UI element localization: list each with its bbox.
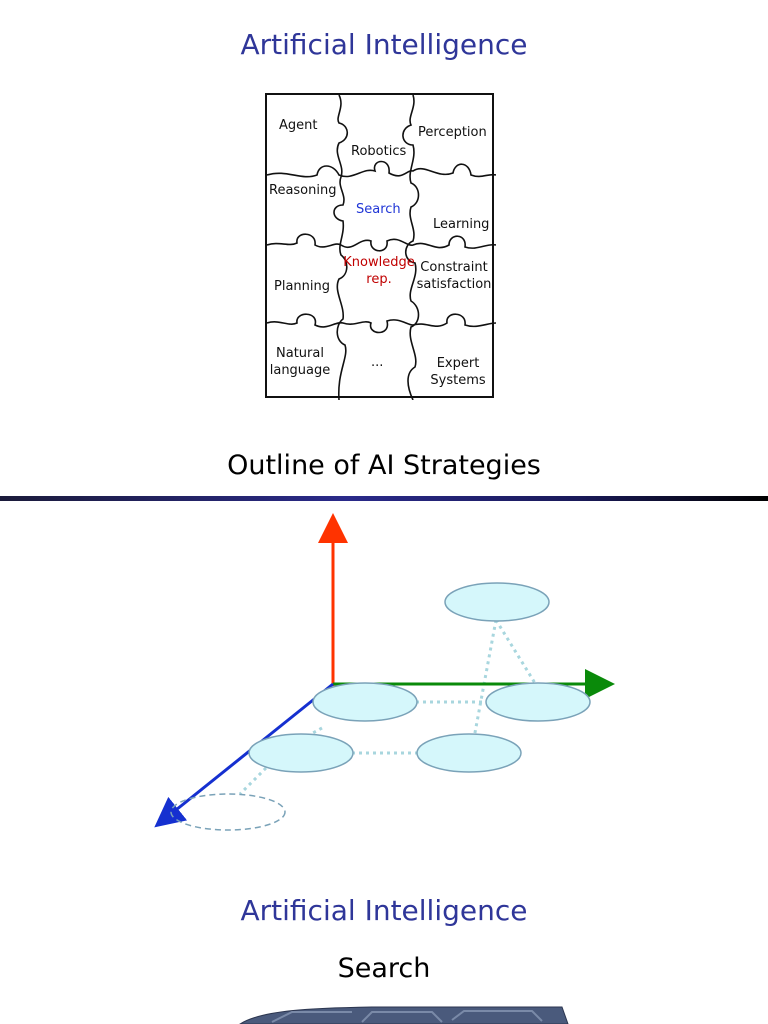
ai-strategies-diagram: [154, 513, 615, 831]
knowledge-line2: rep.: [366, 272, 392, 287]
slide-title-outline: Outline of AI Strategies: [227, 450, 541, 481]
natural-line2: language: [269, 363, 331, 378]
puzzle-label-expert-systems: Expert Systems: [427, 355, 489, 389]
puzzle-label-natural-language: Natural language: [269, 345, 331, 379]
node-top: [444, 582, 550, 622]
puzzle-label-reasoning: Reasoning: [269, 183, 337, 198]
link-top-right: [494, 619, 540, 689]
slide-title-ai-2: Artificial Intelligence: [240, 894, 528, 927]
constraint-line1: Constraint: [420, 260, 488, 275]
title-divider: [0, 496, 768, 501]
ai-puzzle-graphic: Agent Robotics Perception Reasoning Sear…: [265, 93, 496, 400]
puzzle-label-robotics: Robotics: [351, 144, 407, 159]
puzzle-grid: [267, 95, 496, 400]
node-right: [485, 682, 591, 722]
puzzle-label-learning: Learning: [433, 217, 490, 232]
link-to-dashed: [238, 766, 268, 796]
maze-image-partial: [239, 1006, 569, 1024]
node-origin: [312, 682, 418, 722]
puzzle-label-search: Search: [356, 202, 401, 217]
puzzle-label-planning: Planning: [274, 279, 330, 294]
puzzle-label-ellipsis: ...: [371, 355, 384, 370]
constraint-line2: satisfaction: [416, 277, 492, 292]
knowledge-line1: Knowledge: [343, 255, 415, 270]
dotted-links: [238, 619, 540, 796]
link-top-bottomright: [472, 619, 498, 739]
natural-line1: Natural: [276, 346, 324, 361]
node-front-right: [416, 733, 522, 773]
expert-line2: Systems: [430, 373, 486, 388]
node-dashed-placeholder: [170, 793, 286, 831]
puzzle-label-knowledge-rep: Knowledge rep.: [342, 254, 416, 288]
puzzle-label-agent: Agent: [279, 118, 318, 133]
expert-line1: Expert: [436, 356, 480, 371]
slide-subtitle-search: Search: [337, 953, 431, 984]
puzzle-label-constraint-satisfaction: Constraint satisfaction: [413, 259, 495, 293]
slide-title-ai: Artificial Intelligence: [240, 28, 528, 61]
puzzle-label-perception: Perception: [418, 125, 487, 140]
node-front-left: [248, 733, 354, 773]
